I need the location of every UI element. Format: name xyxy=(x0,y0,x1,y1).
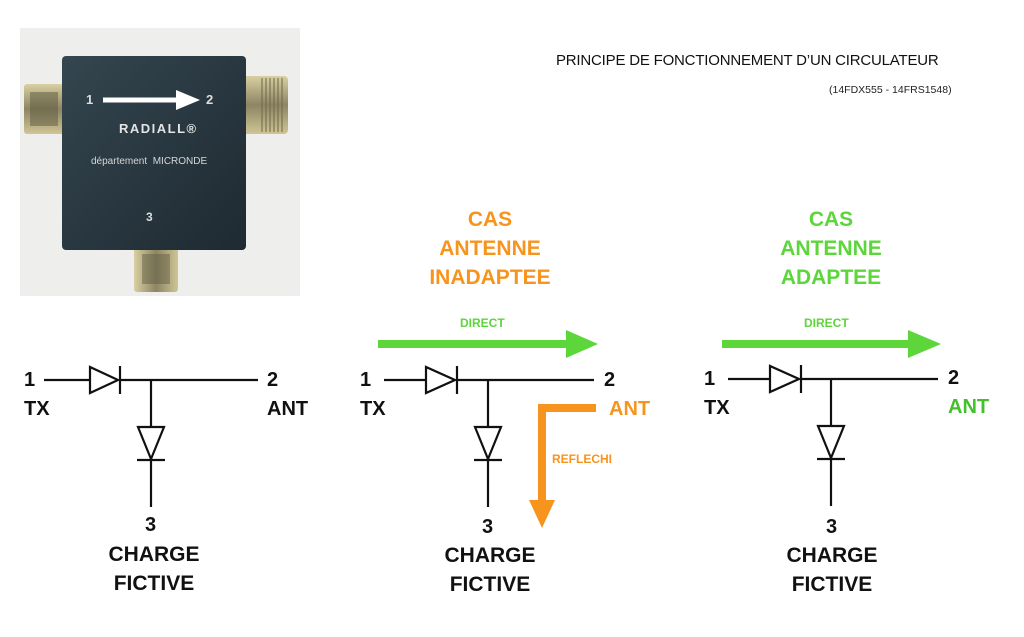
s1-load-line-1: CHARGE xyxy=(108,543,200,566)
case-unmatched-line-1: CAS xyxy=(467,208,513,231)
s2-port-1-number: 1 xyxy=(360,369,372,391)
s1-load-label: CHARGE FICTIVE xyxy=(94,540,214,598)
s1-port-3-number: 3 xyxy=(145,514,157,536)
s2-reflected-label: REFLECHI xyxy=(552,452,612,466)
s1-tx-label: TX xyxy=(24,398,50,420)
reference-numbers: (14FDX555 - 14FRS1548) xyxy=(829,84,952,96)
case-unmatched-title: CAS ANTENNE INADAPTEE xyxy=(390,205,590,292)
reflected-arrow xyxy=(529,404,596,528)
case-matched-line-2: ANTENNE xyxy=(780,237,882,260)
s3-port-3-number: 3 xyxy=(826,516,838,538)
schematic-1 xyxy=(44,365,258,507)
direct-arrow-green-case xyxy=(722,330,941,358)
s1-port-1-number: 1 xyxy=(24,369,36,391)
connector-port-2 xyxy=(240,76,288,134)
s2-direct-label: DIRECT xyxy=(460,316,505,330)
s2-tx-label: TX xyxy=(360,398,386,420)
s2-load-line-2: FICTIVE xyxy=(449,573,531,596)
case-unmatched-line-2: ANTENNE xyxy=(439,237,541,260)
s2-load-line-1: CHARGE xyxy=(444,544,536,567)
connector-port-3 xyxy=(134,246,178,292)
s3-load-line-2: FICTIVE xyxy=(791,573,873,596)
s3-load-line-1: CHARGE xyxy=(786,544,878,567)
device-department: département MICRONDE xyxy=(91,156,208,167)
s3-direct-label: DIRECT xyxy=(804,316,849,330)
schematic-2 xyxy=(378,330,598,528)
s3-tx-label: TX xyxy=(704,397,730,419)
device-port-2-label: 2 xyxy=(206,92,214,107)
s1-ant-label: ANT xyxy=(267,398,309,420)
s3-load-label: CHARGE FICTIVE xyxy=(770,541,894,599)
device-brand: RADIALL® xyxy=(119,121,198,136)
direct-arrow-orange-case xyxy=(378,330,598,358)
diode-forward xyxy=(88,365,121,395)
s1-port-2-number: 2 xyxy=(267,369,279,391)
s2-load-label: CHARGE FICTIVE xyxy=(428,541,552,599)
case-unmatched-line-3: INADAPTEE xyxy=(429,266,551,289)
s1-load-line-2: FICTIVE xyxy=(113,572,195,595)
device-port-1-label: 1 xyxy=(86,92,94,107)
device-body xyxy=(62,56,246,250)
s3-port-1-number: 1 xyxy=(704,368,716,390)
s3-port-2-number: 2 xyxy=(948,367,960,389)
diode-load xyxy=(136,425,166,462)
circulator-device-photo xyxy=(20,28,300,296)
s2-port-3-number: 3 xyxy=(482,516,494,538)
s2-ant-label: ANT xyxy=(609,398,651,420)
device-port-3-label: 3 xyxy=(146,210,153,224)
s3-ant-label: ANT xyxy=(948,396,990,418)
schematic-3 xyxy=(722,330,941,506)
page-title: PRINCIPE DE FONCTIONNEMENT D’UN CIRCULAT… xyxy=(556,52,939,69)
s2-port-2-number: 2 xyxy=(604,369,616,391)
case-matched-line-3: ADAPTEE xyxy=(780,266,882,289)
case-matched-line-1: CAS xyxy=(808,208,854,231)
case-matched-title: CAS ANTENNE ADAPTEE xyxy=(731,205,931,292)
